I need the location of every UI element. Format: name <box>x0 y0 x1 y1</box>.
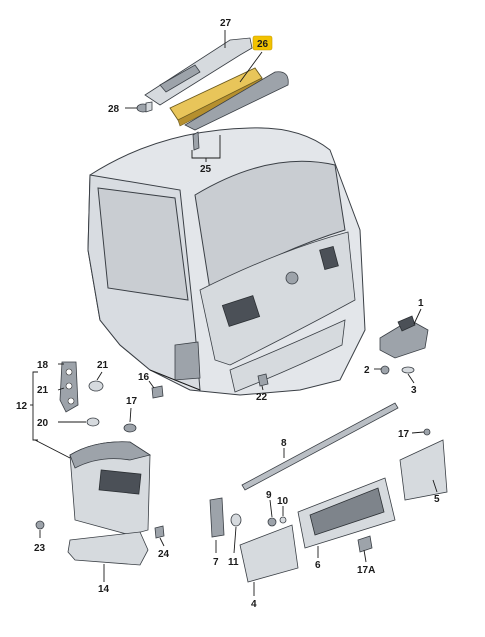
label-3: 3 <box>411 385 417 396</box>
part-17-nut <box>123 423 137 433</box>
label-17-right: 17 <box>398 429 410 440</box>
part-6-plate-housing <box>297 477 396 549</box>
part-18-bulb-holder <box>59 361 79 413</box>
label-27: 27 <box>220 18 232 29</box>
part-17-right-nut <box>423 428 431 436</box>
part-14-trim <box>67 531 149 566</box>
label-17a: 17A <box>357 565 375 576</box>
label-4: 4 <box>251 599 257 610</box>
part-16-grommet <box>151 385 164 399</box>
vehicle-rear-body <box>87 127 366 396</box>
part-11-bulb <box>230 513 242 527</box>
label-24: 24 <box>158 549 170 560</box>
label-20: 20 <box>37 418 49 429</box>
label-1: 1 <box>418 298 424 309</box>
label-5: 5 <box>434 494 440 505</box>
label-14: 14 <box>98 584 110 595</box>
label-28: 28 <box>108 104 120 115</box>
part-2-screw <box>380 365 390 375</box>
label-10: 10 <box>277 496 289 507</box>
part-24-screw <box>154 525 165 539</box>
part-25-spoiler <box>184 71 289 131</box>
part-17a-screw <box>357 535 373 553</box>
part-21-bulbs <box>86 380 104 427</box>
part-9-10-nuts <box>267 516 287 527</box>
label-11: 11 <box>228 557 239 568</box>
part-5-reflector <box>399 439 448 501</box>
part-28-bulb <box>136 101 153 113</box>
part-23-screw <box>35 520 45 530</box>
label-8: 8 <box>281 438 287 449</box>
part-3-bulb <box>401 366 415 374</box>
part-22-clip <box>257 373 269 387</box>
label-7: 7 <box>213 557 219 568</box>
label-17-left: 17 <box>126 396 138 407</box>
part-8-seal-strip <box>241 402 399 491</box>
part-12-tail-light <box>69 441 151 536</box>
part-27-trim-strip <box>144 37 253 106</box>
callout-labels: 27 26 28 25 1 2 3 8 17 5 9 10 7 11 6 4 1… <box>16 18 440 610</box>
leader-lines <box>30 30 438 596</box>
label-18: 18 <box>37 360 49 371</box>
part-1-lock <box>379 315 429 359</box>
label-26: 26 <box>257 39 269 50</box>
label-25: 25 <box>200 164 212 175</box>
label-6: 6 <box>315 560 321 571</box>
label-9: 9 <box>266 490 272 501</box>
part-4-cover <box>239 524 299 583</box>
tailgate <box>199 231 356 366</box>
label-16: 16 <box>138 372 150 383</box>
part-25-clips <box>192 131 200 151</box>
label-26-highlight: 26 <box>252 35 273 51</box>
label-23: 23 <box>34 543 46 554</box>
label-2: 2 <box>364 365 370 376</box>
part-7-bracket <box>209 497 225 538</box>
label-21-left: 21 <box>37 385 49 396</box>
label-12: 12 <box>16 401 28 412</box>
label-22: 22 <box>256 392 268 403</box>
label-21-top: 21 <box>97 360 109 371</box>
